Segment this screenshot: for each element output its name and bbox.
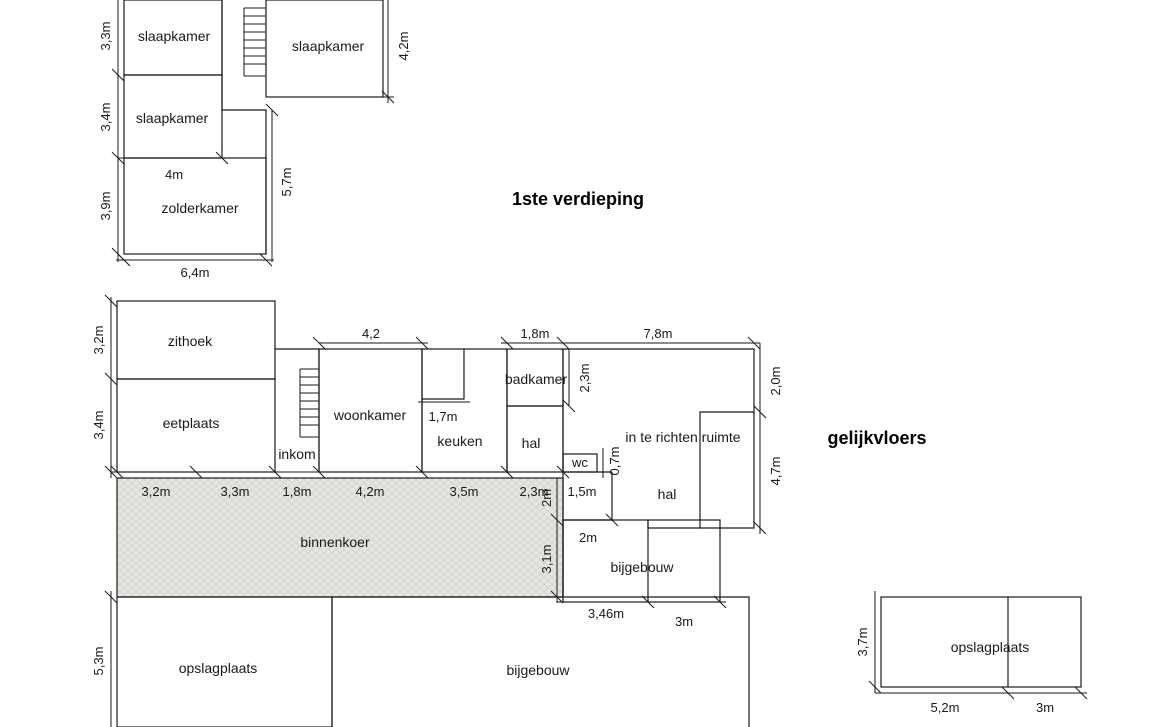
dim-bij-w2: 3m [675,614,693,629]
room-in-te-richten-ruimte [563,348,755,529]
keuken-counter [422,349,465,400]
dim-row-5: 3,5m [450,484,479,499]
dim-upper-h2: 3,4m [98,103,113,132]
stair-corridor [221,0,267,254]
label-inkom: inkom [278,446,315,462]
dim-bij-2m: 2m [579,530,597,545]
dim-eetplaats-h: 3,4m [91,411,106,440]
dim-row-6: 2,3m [520,484,549,499]
heading-upper-floor: 1ste verdieping [512,189,644,209]
ground-dimension-lines [104,294,767,727]
upper-dimension-lines [111,0,395,267]
dim-koer-h: 3,1m [539,545,554,574]
label-bijgebouw-large: bijgebouw [506,662,570,678]
room-wc [562,453,598,473]
label-hal-1: hal [522,435,541,451]
dim-row-3: 1,8m [283,484,312,499]
room-opslagplaats-separate [880,596,1082,688]
dim-woon-w: 4,2 [362,326,380,341]
stairs-upper [243,7,267,77]
label-zithoek: zithoek [168,333,213,349]
dim-zithoek-h: 3,2m [91,326,106,355]
dim-separate-w2: 3m [1036,700,1054,715]
dim-separate-w1: 5,2m [931,700,960,715]
label-keuken: keuken [437,433,482,449]
label-hal-2: hal [658,486,677,502]
dim-upper-w-total: 6,4m [181,265,210,280]
room-binnenkoer [116,477,564,598]
dim-wc-h: 0,7m [607,447,622,476]
label-slaapkamer-3: slaapkamer [292,38,365,54]
dim-upper-w-slaap: 4m [165,167,183,182]
ground-floor: zithoek eetplaats inkom woonkamer keuken… [91,294,783,727]
dim-upper-h3: 3,9m [98,192,113,221]
label-opslagplaats: opslagplaats [179,660,258,676]
dim-koer-2m: 2m [539,489,554,507]
dim-bad-h: 2,3m [577,364,592,393]
dim-bad-w: 1,8m [521,326,550,341]
room-bijgebouw-large [332,596,750,727]
label-wc: wc [571,455,588,470]
dim-row-4: 4,2m [356,484,385,499]
dim-upper-h-slaap3: 4,2m [396,32,411,61]
separate-building: opslagplaats 3,7m 5,2m 3m [855,591,1088,715]
dim-upper-h-right: 5,7m [279,168,294,197]
stairs-ground [299,368,320,438]
dim-opslag-h: 5,3m [91,647,106,676]
dim-ruimte-w: 7,8m [644,326,673,341]
dim-ruimte-top-h: 2,0m [768,367,783,396]
label-slaapkamer-2: slaapkamer [136,110,209,126]
label-slaapkamer-1: slaapkamer [138,28,211,44]
label-badkamer: badkamer [505,371,568,387]
upper-floor: slaapkamer slaapkamer slaapkamer zolderk… [98,0,411,280]
label-woonkamer: woonkamer [333,407,407,423]
dim-bij-w1: 3,46m [588,606,624,621]
dim-ruimte-h: 4,7m [768,457,783,486]
dim-row-7: 1,5m [568,484,597,499]
label-bijgebouw-small: bijgebouw [610,559,674,575]
label-opslagplaats-separate: opslagplaats [951,639,1030,655]
heading-ground-floor: gelijkvloers [827,428,926,448]
label-in-te-richten-ruimte: in te richten ruimte [625,429,740,445]
label-binnenkoer: binnenkoer [300,534,370,550]
dim-keuken-depth: 1,7m [429,409,458,424]
dim-row-1: 3,2m [142,484,171,499]
label-eetplaats: eetplaats [163,415,220,431]
dim-row-2: 3,3m [221,484,250,499]
dim-upper-h1: 3,3m [98,22,113,51]
dim-separate-h: 3,7m [855,628,870,657]
label-zolderkamer: zolderkamer [161,200,238,216]
